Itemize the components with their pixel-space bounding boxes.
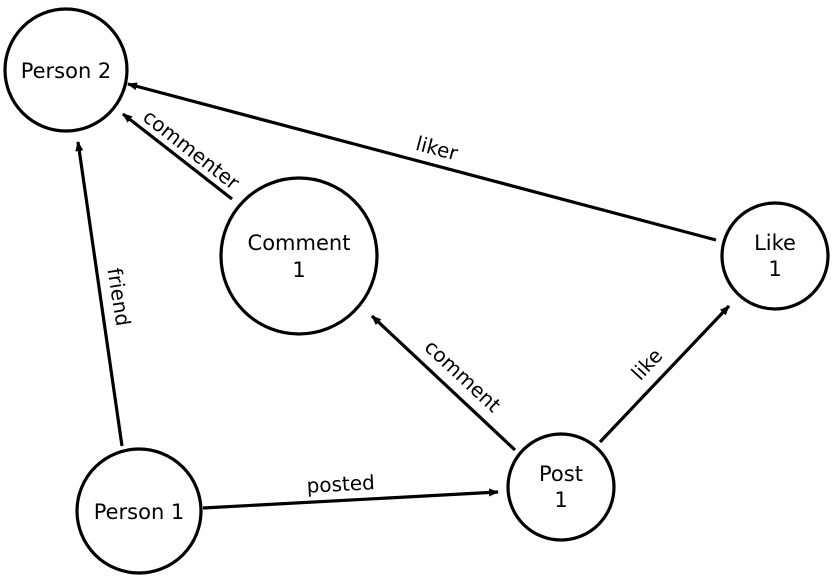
edge-posted: [202, 488, 499, 510]
node-label-post-1-line2: 1: [554, 488, 567, 512]
node-post-1: Post 1: [506, 432, 616, 542]
node-like-1: Like 1: [720, 201, 830, 311]
node-label-comment-1-line2: 1: [292, 258, 305, 282]
edge-like: [598, 304, 731, 444]
node-comment-1: Comment 1: [219, 176, 379, 336]
node-label-person-1: Person 1: [94, 500, 185, 524]
node-label-post-1-line1: Post: [539, 462, 583, 486]
edge-comment: [370, 314, 517, 452]
node-person-2: Person 2: [3, 7, 129, 133]
node-label-like-1-line1: Like: [754, 231, 796, 255]
node-label-comment-1-line1: Comment: [248, 231, 351, 255]
edge-commenter: [122, 112, 233, 201]
node-label-person-2: Person 2: [21, 59, 112, 83]
edge-label-commenter: commenter: [138, 104, 244, 195]
edge-label-comment: comment: [420, 335, 506, 417]
edge-liker: [127, 82, 717, 242]
node-person-1: Person 1: [75, 447, 203, 575]
edge-label-posted: posted: [306, 470, 375, 498]
node-label-like-1-line2: 1: [768, 257, 781, 281]
edge-label-friend: friend: [102, 266, 135, 328]
edge-friend: [75, 141, 124, 447]
